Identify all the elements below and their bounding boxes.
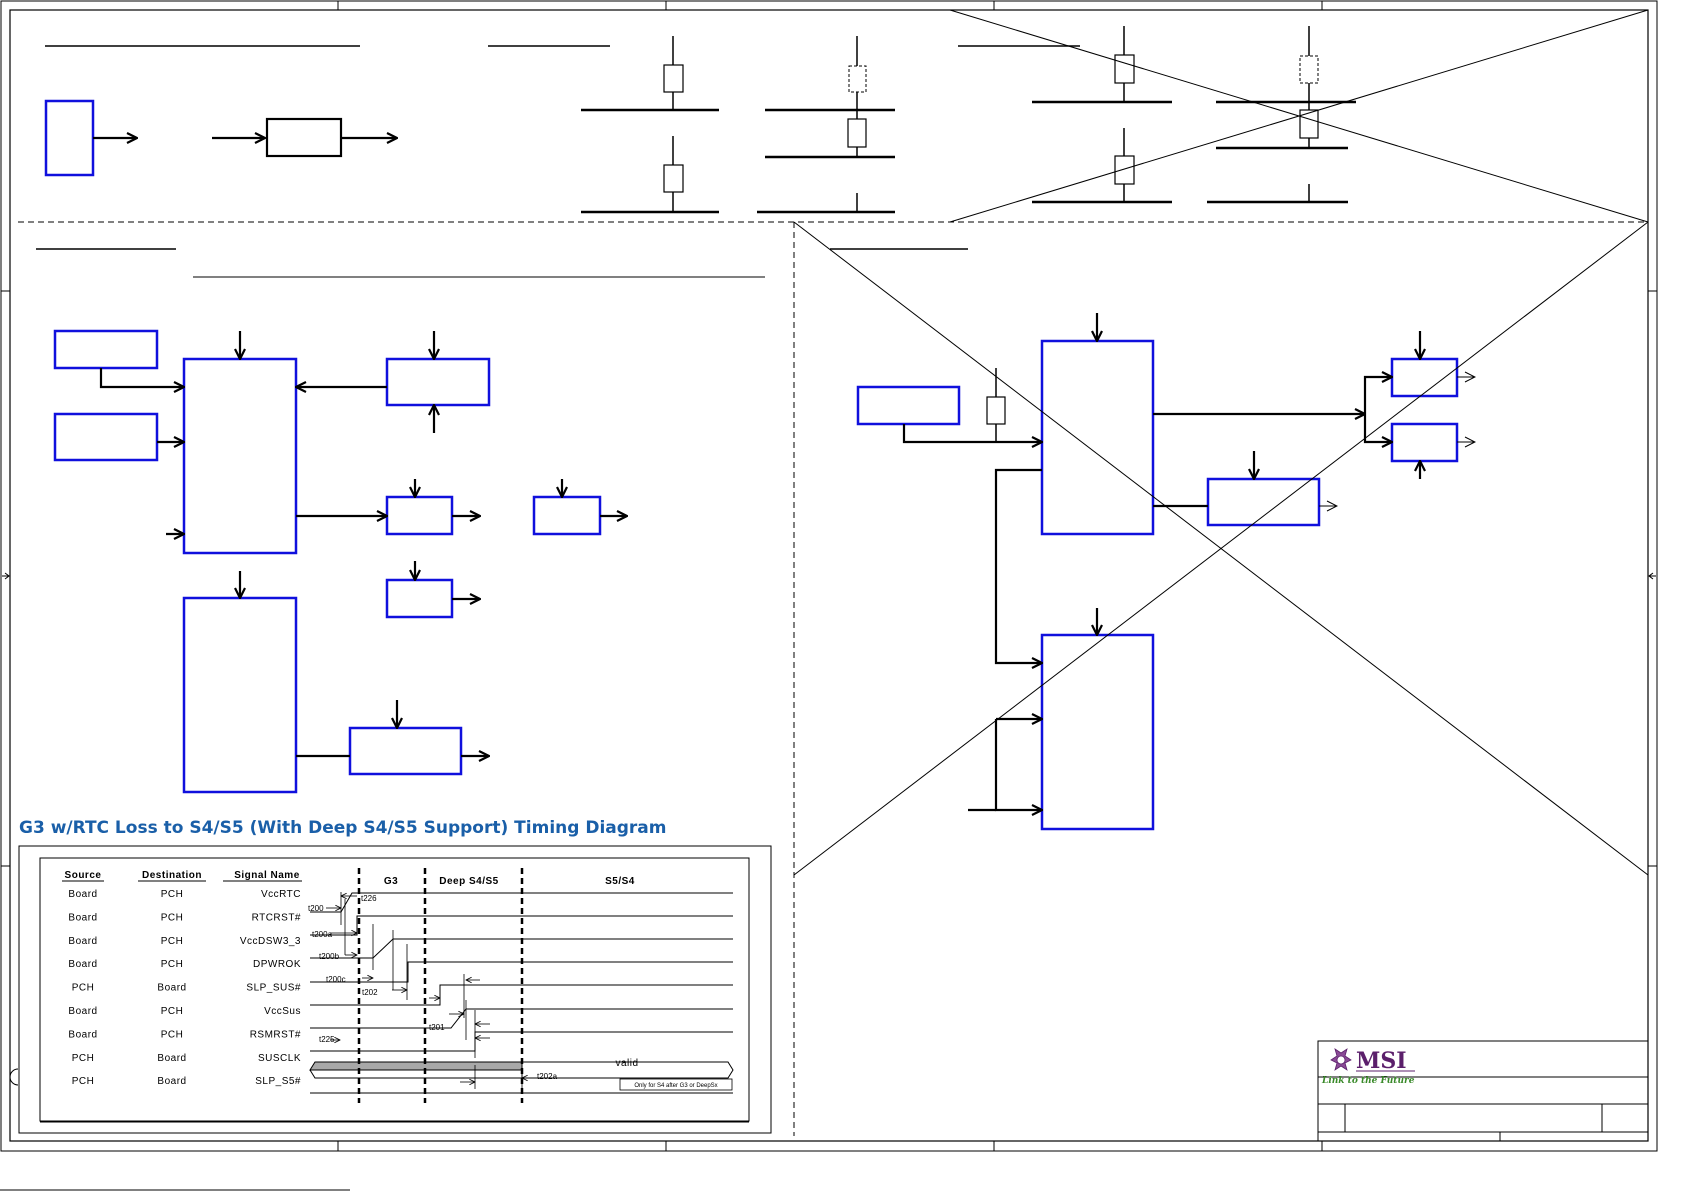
row-signal-name: VccSus (264, 1006, 301, 1017)
label-note: Only for S4 after G3 or DeepSx (634, 1083, 717, 1089)
phase-deep-s4-s5: Deep S4/S5 (439, 876, 498, 887)
row-signal-name: SUSCLK (258, 1053, 301, 1064)
label-t200b: t200b (319, 952, 340, 961)
row-signal-name: SLP_SUS# (246, 983, 301, 994)
row-source: Board (68, 959, 97, 970)
label-t226: t226 (361, 894, 377, 903)
row-signal-name: RSMRST# (250, 1029, 301, 1040)
reg-block-6 (1390, 357, 1459, 398)
row-destination: Board (157, 1076, 186, 1087)
row-source: Board (68, 889, 97, 900)
waveforms (309, 892, 734, 1094)
row-source: Board (68, 1006, 97, 1017)
label-t225: t225 (319, 1035, 335, 1044)
reg-block-1 (385, 357, 491, 407)
legend-regulator (265, 117, 343, 158)
row-destination: PCH (161, 889, 184, 900)
reg-block-2 (385, 495, 454, 536)
row-source: PCH (72, 1053, 95, 1064)
source-block-c (856, 385, 961, 426)
row-source: PCH (72, 983, 95, 994)
phase-g3: G3 (384, 876, 398, 887)
top-section (44, 9, 1649, 223)
row-signal-name: SLP_S5# (255, 1076, 301, 1087)
source-block-a (53, 329, 159, 370)
row-destination: PCH (161, 1006, 184, 1017)
main-block-3 (1040, 339, 1155, 536)
reg-block-5 (348, 726, 463, 776)
row-signal-name: DPWROK (253, 959, 301, 970)
row-destination: PCH (161, 959, 184, 970)
main-block-2 (182, 596, 298, 794)
row-signal-name: VccDSW3_3 (240, 936, 301, 947)
label-valid: valid (615, 1058, 638, 1069)
row-signal-name: RTCRST# (252, 912, 301, 923)
header-signal-name: Signal Name (234, 870, 300, 881)
label-t202a: t202a (537, 1072, 558, 1081)
reg-block-4 (385, 578, 454, 619)
row-destination: PCH (161, 912, 184, 923)
main-block-4 (1040, 633, 1155, 831)
row-signal-name: VccRTC (261, 889, 301, 900)
power-tree-left (36, 248, 765, 794)
row-source: Board (68, 912, 97, 923)
label-t201: t201 (429, 1023, 445, 1032)
reg-block-8 (1206, 477, 1321, 527)
row-destination: Board (157, 1053, 186, 1064)
row-source: Board (68, 1029, 97, 1040)
msi-logo: MSI Link to the Future (1321, 1048, 1415, 1086)
legend-block (44, 99, 95, 177)
label-t200a: t200a (312, 930, 333, 939)
label-t200c: t200c (326, 975, 346, 984)
power-tree-right (793, 221, 1649, 876)
row-destination: PCH (161, 1029, 184, 1040)
msi-emblem-icon (1330, 1048, 1352, 1071)
row-destination: PCH (161, 936, 184, 947)
header-destination: Destination (142, 870, 202, 881)
timing-diagram: Source Destination Signal Name G3 Deep S… (18, 845, 772, 1134)
header-source: Source (65, 870, 102, 881)
source-block-b (53, 412, 159, 462)
row-source: PCH (72, 1076, 95, 1087)
sheet-frame (0, 0, 1658, 1152)
reg-block-7 (1390, 422, 1459, 463)
phase-dividers (357, 868, 524, 1103)
logo-slogan: Link to the Future (1321, 1076, 1415, 1086)
timing-diagram-title: G3 w/RTC Loss to S4/S5 (With Deep S4/S5 … (19, 818, 667, 838)
label-t202: t202 (362, 988, 378, 997)
logo-text: MSI (1356, 1048, 1407, 1074)
row-source: Board (68, 936, 97, 947)
row-destination: Board (157, 983, 186, 994)
section-dividers (18, 221, 1648, 1136)
phase-s5-s4: S5/S4 (605, 876, 635, 887)
title-block (1317, 1040, 1649, 1142)
main-block-1 (182, 357, 298, 555)
label-t200: t200 (308, 904, 324, 913)
reg-block-3 (532, 495, 602, 536)
